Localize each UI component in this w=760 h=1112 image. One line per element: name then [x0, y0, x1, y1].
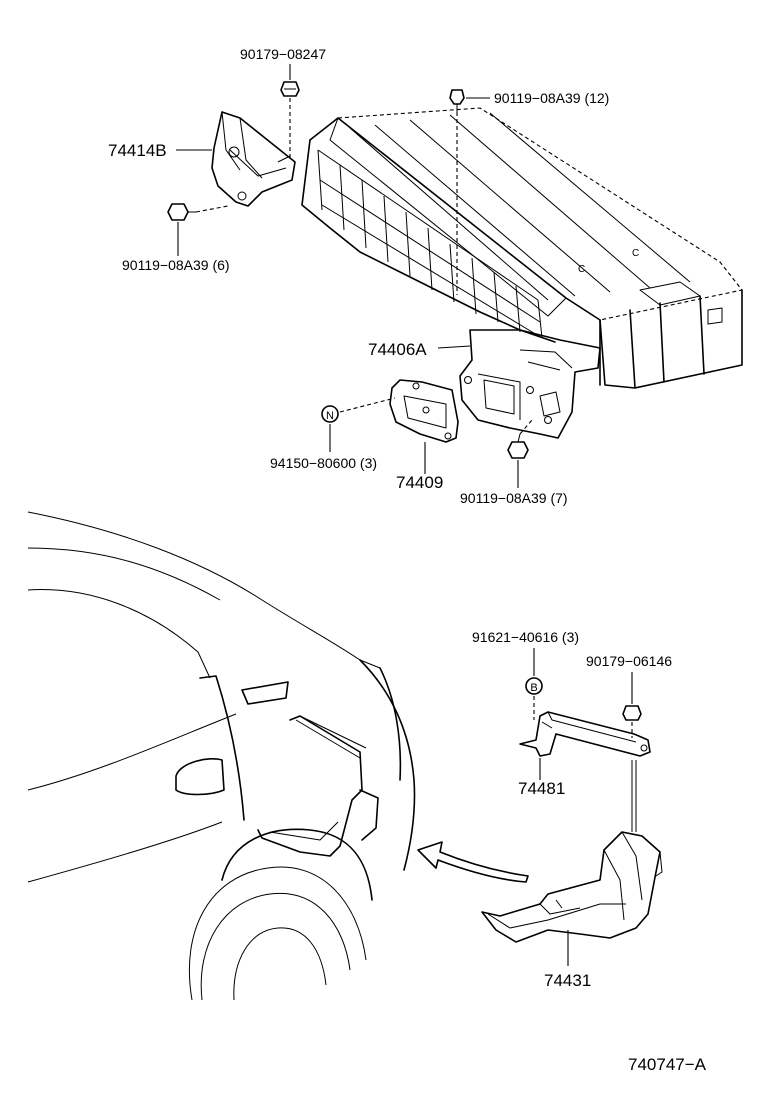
bolt-90119-08a39-12 — [449, 89, 465, 112]
svg-text:C: C — [632, 248, 639, 259]
svg-text:B: B — [530, 682, 537, 694]
bracket-74414b — [211, 111, 296, 207]
label-74431: 74431 — [544, 971, 591, 990]
label-90179-06146: 90179−06146 — [586, 653, 672, 669]
vehicle-rear-quarter — [27, 511, 416, 1001]
nut-90179-08247 — [280, 81, 300, 97]
nut-90179-06146 — [622, 705, 642, 721]
label-74406a: 74406A — [368, 340, 427, 359]
bracket-74406a — [459, 329, 601, 439]
label-74409: 74409 — [396, 473, 443, 492]
label-90119-08a39-12: 90119−08A39 (12) — [494, 90, 609, 106]
diagram-id: 740747−A — [628, 1055, 707, 1074]
bracket-74409 — [389, 379, 459, 443]
label-90119-08a39-6: 90119−08A39 (6) — [122, 257, 230, 273]
svg-text:N: N — [326, 410, 334, 422]
installation-arrow — [417, 841, 529, 883]
label-91621-40616-3: 91621−40616 (3) — [472, 629, 579, 645]
label-90119-08a39-7: 90119−08A39 (7) — [460, 490, 568, 506]
strap-74481 — [519, 711, 651, 757]
label-74414b: 74414B — [108, 141, 167, 160]
bolt-90119-08a39-6 — [167, 203, 196, 221]
label-74481: 74481 — [518, 779, 565, 798]
svg-text:C: C — [578, 264, 585, 275]
clip-n-symbol: N — [321, 405, 339, 423]
screw-b-symbol: B — [525, 677, 543, 695]
tray-74431 — [481, 831, 663, 943]
bolt-90119-08a39-7 — [507, 433, 529, 459]
label-94150-80600-3: 94150−80600 (3) — [270, 455, 377, 471]
label-90179-08247: 90179−08247 — [240, 46, 326, 62]
